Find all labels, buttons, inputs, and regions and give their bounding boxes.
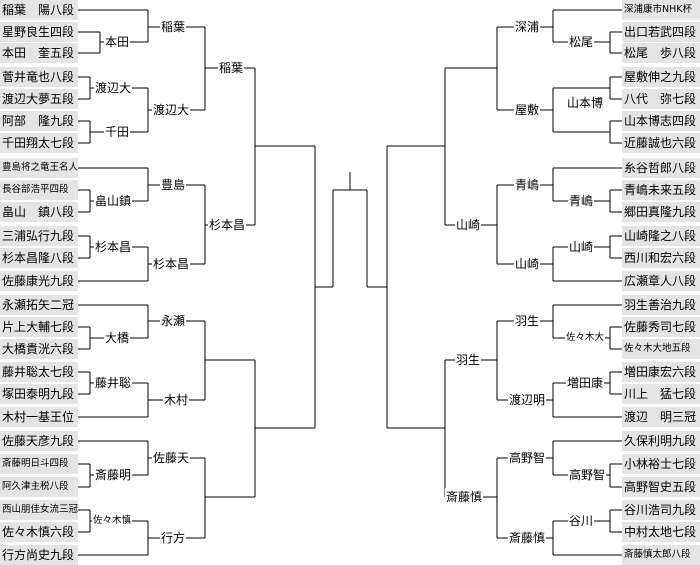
player-right-23: 谷川浩司九段 bbox=[622, 500, 700, 520]
player-left-6: 阿部 隆九段 bbox=[0, 111, 78, 131]
left-r2-winner: 行方 bbox=[160, 529, 187, 547]
right-r1-winner: 高野智 bbox=[568, 466, 607, 484]
player-left-15: 片上大輔七段 bbox=[0, 317, 78, 337]
left-r2-winner: 木村 bbox=[163, 391, 190, 409]
player-left-9: 長谷部浩平四段 bbox=[0, 180, 78, 200]
player-left-17: 藤井聡太七段 bbox=[0, 362, 78, 382]
left-r2-winner: 渡辺大 bbox=[152, 101, 191, 119]
player-left-16: 大橋貴洸六段 bbox=[0, 339, 78, 359]
player-left-3: 本田 奎五段 bbox=[0, 43, 78, 63]
player-left-21: 斎藤明日斗四段 bbox=[0, 454, 78, 474]
right-r2-winner: 青嶋 bbox=[514, 176, 541, 194]
player-right-21: 小林裕士七段 bbox=[622, 454, 700, 474]
player-right-9: 青嶋未来五段 bbox=[622, 180, 700, 200]
player-right-3: 松尾 歩八段 bbox=[622, 43, 700, 63]
right-r1-winner: 山本博 bbox=[566, 94, 605, 112]
right-r1-winner: 佐々木大 bbox=[565, 329, 606, 347]
player-left-10: 畠山 鎮八段 bbox=[0, 202, 78, 222]
player-right-20: 久保利明九段 bbox=[622, 431, 700, 451]
right-r2-winner: 屋敷 bbox=[514, 101, 541, 119]
player-right-25: 斎藤慎太郎八段 bbox=[622, 545, 700, 565]
player-left-1: 稲葉 陽八段 bbox=[0, 0, 78, 20]
left-r2-winner: 永瀬 bbox=[160, 312, 187, 330]
player-left-7: 千田翔太七段 bbox=[0, 133, 78, 153]
right-r2-winner: 渡辺明 bbox=[508, 391, 547, 409]
player-right-12: 西川和宏六段 bbox=[622, 248, 700, 268]
player-left-4: 菅井竜也八段 bbox=[0, 67, 78, 87]
player-right-13: 広瀬章人八段 bbox=[622, 271, 700, 291]
player-right-22: 高野智史五段 bbox=[622, 477, 700, 497]
right-r1-winner: 青嶋 bbox=[568, 192, 595, 210]
left-r1-winner: 大橋 bbox=[104, 329, 131, 347]
player-right-17: 増田康宏六段 bbox=[622, 362, 700, 382]
player-left-13: 佐藤康光九段 bbox=[0, 271, 78, 291]
left-r1-winner: 杉本昌 bbox=[94, 238, 133, 256]
left-r1-winner: 斎藤明 bbox=[94, 466, 133, 484]
player-left-19: 木村一基王位 bbox=[0, 407, 78, 427]
player-right-5: 八代 弥七段 bbox=[622, 89, 700, 109]
player-left-20: 佐藤天彦九段 bbox=[0, 431, 78, 451]
player-right-7: 近藤誠也六段 bbox=[622, 133, 700, 153]
left-r1-winner: 本田 bbox=[104, 33, 131, 51]
player-right-18: 川上 猛七段 bbox=[622, 384, 700, 404]
player-right-1: 深浦康市NHK杯 bbox=[622, 0, 700, 20]
right-r2-winner: 斎藤慎 bbox=[508, 529, 547, 547]
player-left-12: 杉本昌隆八段 bbox=[0, 248, 78, 268]
right-r1-winner: 増田康 bbox=[566, 374, 605, 392]
player-left-14: 永瀬拓矢二冠 bbox=[0, 295, 78, 315]
player-right-11: 山崎隆之八段 bbox=[622, 226, 700, 246]
right-r1-winner: 谷川 bbox=[568, 512, 595, 530]
player-left-22: 阿久津主税八段 bbox=[0, 477, 78, 497]
right-r3-winner: 山崎 bbox=[455, 216, 482, 234]
left-r1-winner: 渡辺大 bbox=[94, 79, 133, 97]
player-left-2: 星野良生四段 bbox=[0, 22, 78, 42]
left-r1-winner: 藤井聡 bbox=[94, 374, 133, 392]
player-right-8: 糸谷哲郎八段 bbox=[622, 158, 700, 178]
player-right-24: 中村太地七段 bbox=[622, 522, 700, 542]
player-right-4: 屋敷伸之九段 bbox=[622, 67, 700, 87]
right-r2-winner: 羽生 bbox=[514, 312, 541, 330]
player-right-15: 佐藤秀司七段 bbox=[622, 317, 700, 337]
player-right-14: 羽生善治九段 bbox=[622, 295, 700, 315]
player-right-16: 佐々木大地五段 bbox=[622, 339, 700, 359]
right-r2-winner: 高野智 bbox=[508, 449, 547, 467]
right-r4-winner: 羽生 bbox=[455, 351, 482, 369]
left-r2-winner: 豊島 bbox=[160, 176, 187, 194]
player-left-24: 佐々木慎六段 bbox=[0, 522, 78, 542]
left-r2-winner: 杉本昌 bbox=[152, 255, 191, 273]
left-r1-winner: 千田 bbox=[104, 123, 131, 141]
right-r2-winner: 深浦 bbox=[514, 18, 541, 36]
left-r2-winner: 稲葉 bbox=[160, 18, 187, 36]
left-r3-winner: 杉本昌 bbox=[208, 216, 247, 234]
player-left-8: 豊島将之竜王名人 bbox=[0, 158, 78, 178]
player-right-6: 山本博志四段 bbox=[622, 111, 700, 131]
player-left-5: 渡辺大夢五段 bbox=[0, 89, 78, 109]
right-r1-winner: 山崎 bbox=[568, 238, 595, 256]
player-left-18: 塚田泰明九段 bbox=[0, 384, 78, 404]
left-r3-winner: 稲葉 bbox=[218, 59, 245, 77]
player-left-23: 西山朋佳女流三冠 bbox=[0, 500, 78, 520]
right-r1-winner: 松尾 bbox=[568, 33, 595, 51]
right-r3-winner: 斎藤慎 bbox=[445, 488, 484, 506]
player-right-19: 渡辺 明三冠 bbox=[622, 407, 700, 427]
player-left-25: 行方尚史九段 bbox=[0, 545, 78, 565]
right-r2-winner: 山崎 bbox=[514, 255, 541, 273]
player-left-11: 三浦弘行九段 bbox=[0, 226, 78, 246]
player-right-2: 出口若武四段 bbox=[622, 22, 700, 42]
left-r1-winner: 畠山鎮 bbox=[94, 192, 133, 210]
left-r2-winner: 佐藤天 bbox=[152, 449, 191, 467]
player-right-10: 郷田真隆九段 bbox=[622, 202, 700, 222]
left-r1-winner: 佐々木慎 bbox=[92, 512, 133, 530]
